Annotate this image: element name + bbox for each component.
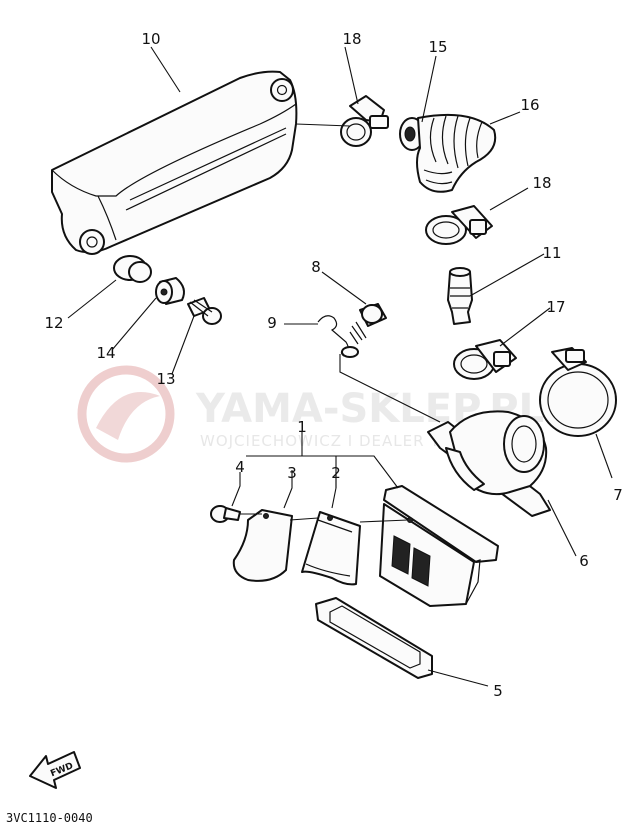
callout-11: 11 xyxy=(542,244,561,262)
part-12-grommet xyxy=(113,255,152,283)
leader-lines xyxy=(67,46,613,687)
part-17-clamp xyxy=(453,339,517,380)
callout-5: 5 xyxy=(493,682,503,700)
callout-3: 3 xyxy=(287,464,297,482)
part-6-carburetor-joint xyxy=(427,410,551,517)
part-7-hose-band xyxy=(539,347,617,437)
part-2-reed-stopper xyxy=(301,511,361,586)
callout-2: 2 xyxy=(331,464,341,482)
fwd-arrow: FWD xyxy=(29,751,81,789)
callout-12: 12 xyxy=(44,314,63,332)
part-8-bolt xyxy=(349,303,387,345)
part-13-screw xyxy=(187,297,222,325)
callout-7: 7 xyxy=(613,486,623,504)
callout-16: 16 xyxy=(520,96,539,114)
part-11-joint-pipe xyxy=(447,267,473,325)
callout-18-lower: 18 xyxy=(532,174,551,192)
callout-18-upper: 18 xyxy=(342,30,361,48)
callout-numbers: 10 18 15 16 18 11 8 17 12 9 14 13 1 4 3 … xyxy=(44,30,622,700)
callout-15: 15 xyxy=(428,38,447,56)
part-18-clamp-upper xyxy=(340,95,389,147)
part-4-screw xyxy=(210,505,241,523)
part-5-gasket xyxy=(315,597,433,679)
watermark-subtitle: WOJCIECHOWICZ I DEALER YAMAHA xyxy=(200,432,499,450)
callout-13: 13 xyxy=(156,370,175,388)
callout-17: 17 xyxy=(546,298,565,316)
watermark-logo-swoosh xyxy=(96,392,160,440)
part-18-clamp-lower xyxy=(425,205,493,245)
callout-10: 10 xyxy=(141,30,160,48)
callout-6: 6 xyxy=(579,552,589,570)
callout-1: 1 xyxy=(297,418,307,436)
watermark-logo xyxy=(77,365,175,463)
part-3-reed-petal xyxy=(232,509,293,582)
callout-8: 8 xyxy=(311,258,321,276)
watermark: YAMA-SKLEP.PL WOJCIECHOWICZ I DEALER YAM… xyxy=(77,365,544,463)
callout-9: 9 xyxy=(267,314,277,332)
diagram-code: 3VC1110-0040 xyxy=(6,811,93,825)
part-9-clip xyxy=(317,315,359,358)
part-1-reed-valve xyxy=(379,485,499,607)
part-14-collar xyxy=(155,277,185,305)
part-10-cover xyxy=(51,70,298,255)
callout-14: 14 xyxy=(96,344,115,362)
part-16-bellows xyxy=(416,113,497,193)
callout-4: 4 xyxy=(235,458,245,476)
